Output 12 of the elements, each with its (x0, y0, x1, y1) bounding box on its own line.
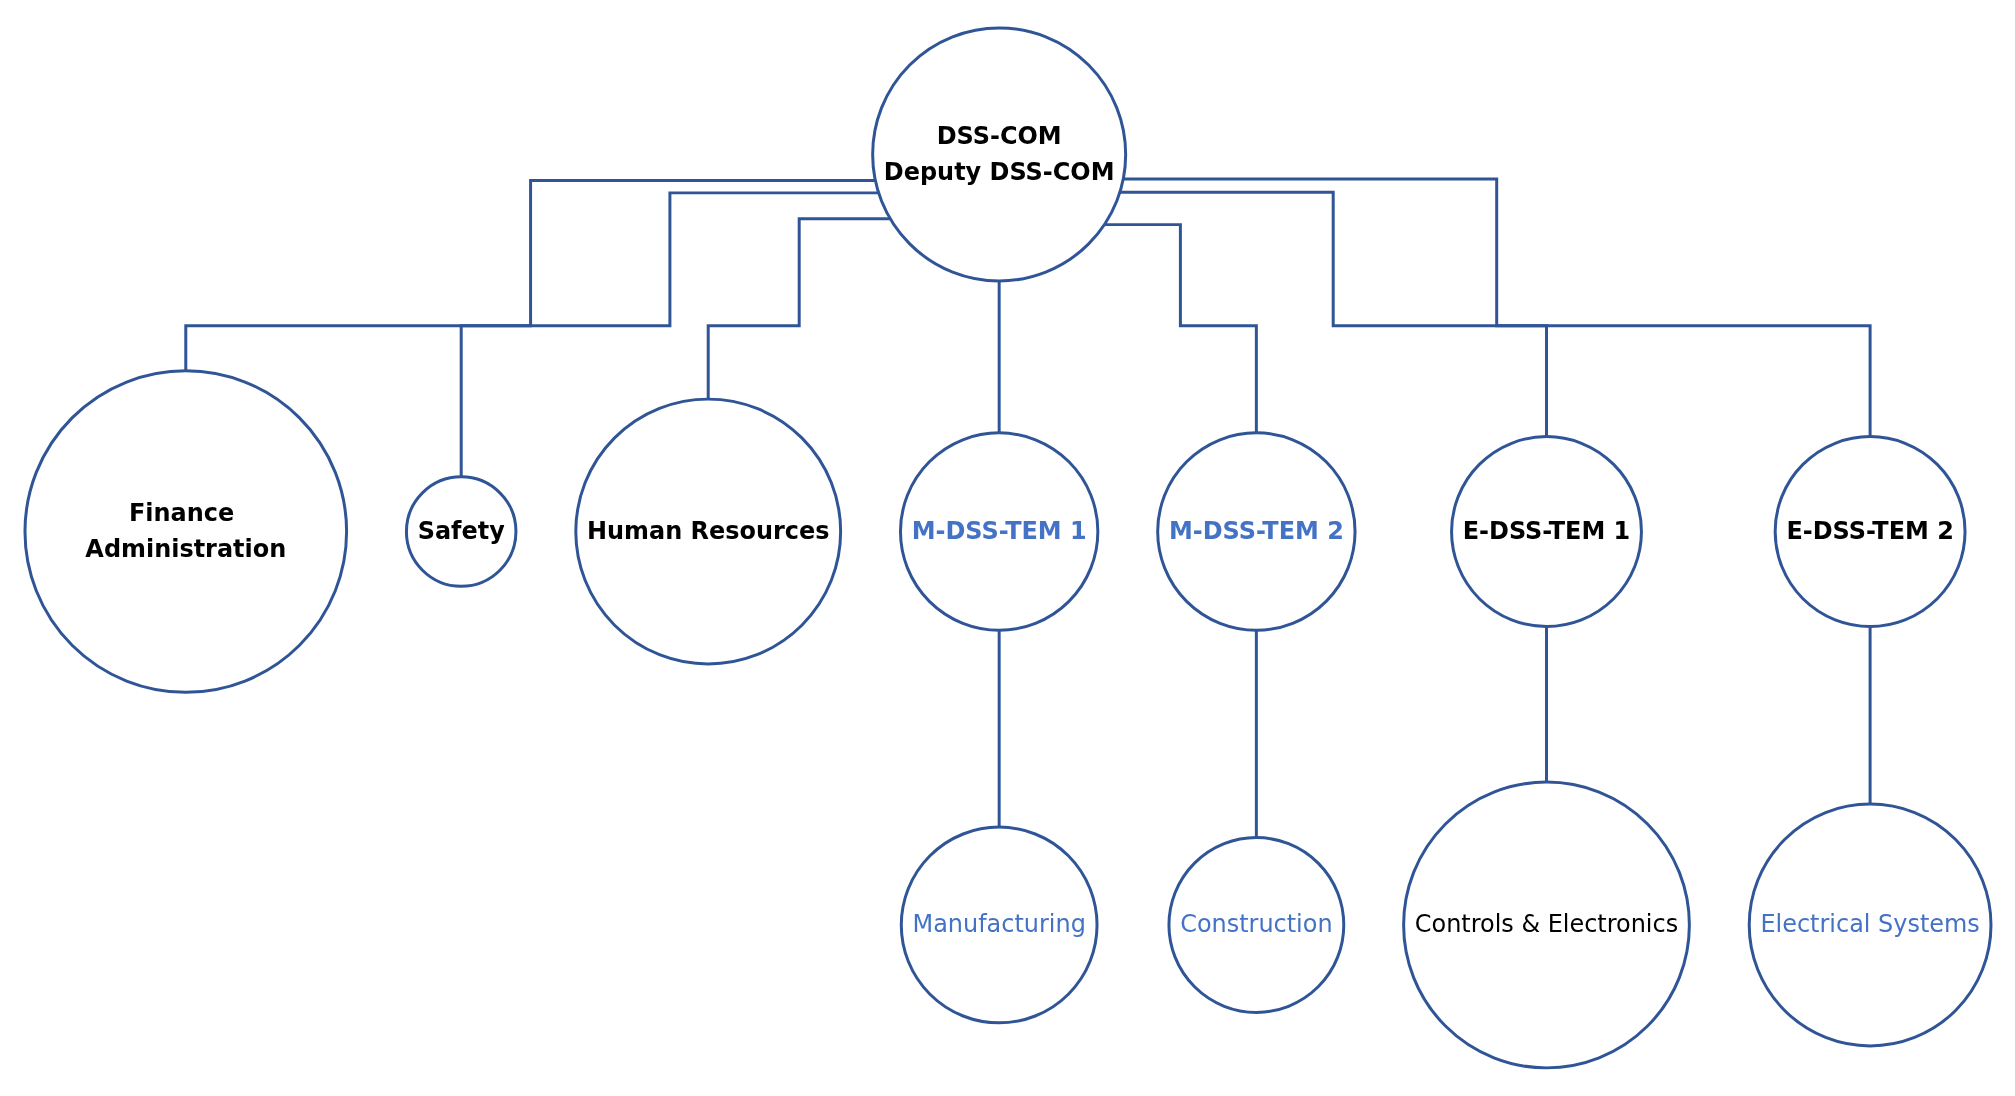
node-circle: Safety (404, 475, 517, 588)
node-circle: Finance Administration (23, 369, 348, 694)
node-circle: Electrical Systems (1747, 802, 1992, 1048)
node-circle: E-DSS-TEM 2 (1773, 435, 1967, 629)
node-circle: DSS-COM Deputy DSS-COM (870, 26, 1127, 283)
node-circle: E-DSS-TEM 1 (1449, 435, 1643, 629)
node-circle: Controls & Electronics (1401, 780, 1691, 1070)
node-circle: Manufacturing (899, 825, 1099, 1025)
node-circle: Construction (1166, 836, 1345, 1014)
node-circle: M-DSS-TEM 2 (1155, 431, 1357, 632)
node-circle: M-DSS-TEM 1 (898, 431, 1099, 632)
node-circle: Human Resources (573, 397, 842, 666)
